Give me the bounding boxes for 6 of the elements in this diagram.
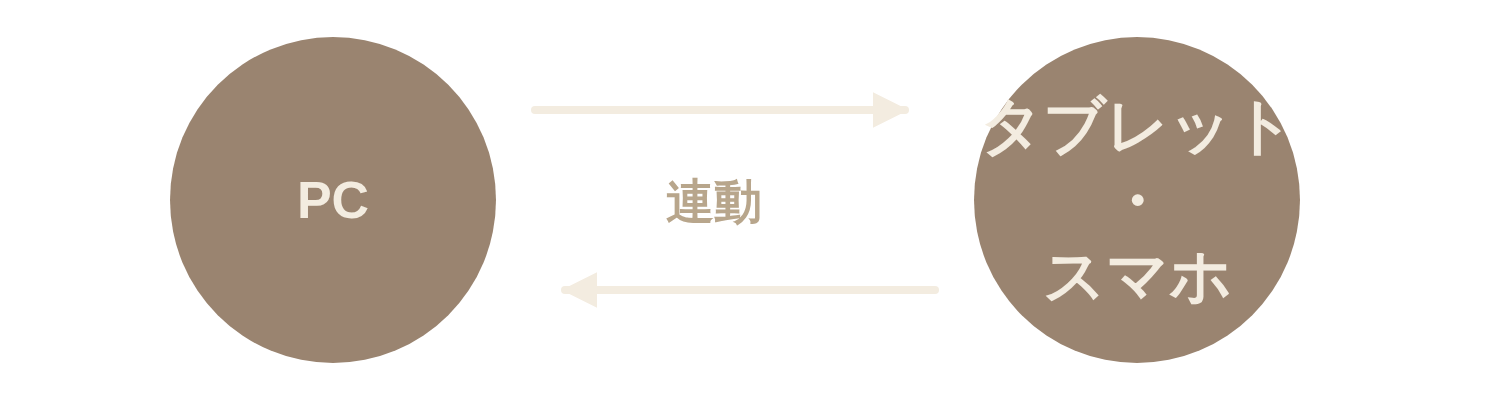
arrow	[561, 272, 939, 308]
caption-text: 連動	[666, 178, 762, 226]
node-label: ・	[1106, 164, 1168, 237]
node-label: スマホ	[1042, 239, 1232, 312]
arrow	[531, 92, 909, 128]
node-label: PC	[296, 174, 370, 226]
